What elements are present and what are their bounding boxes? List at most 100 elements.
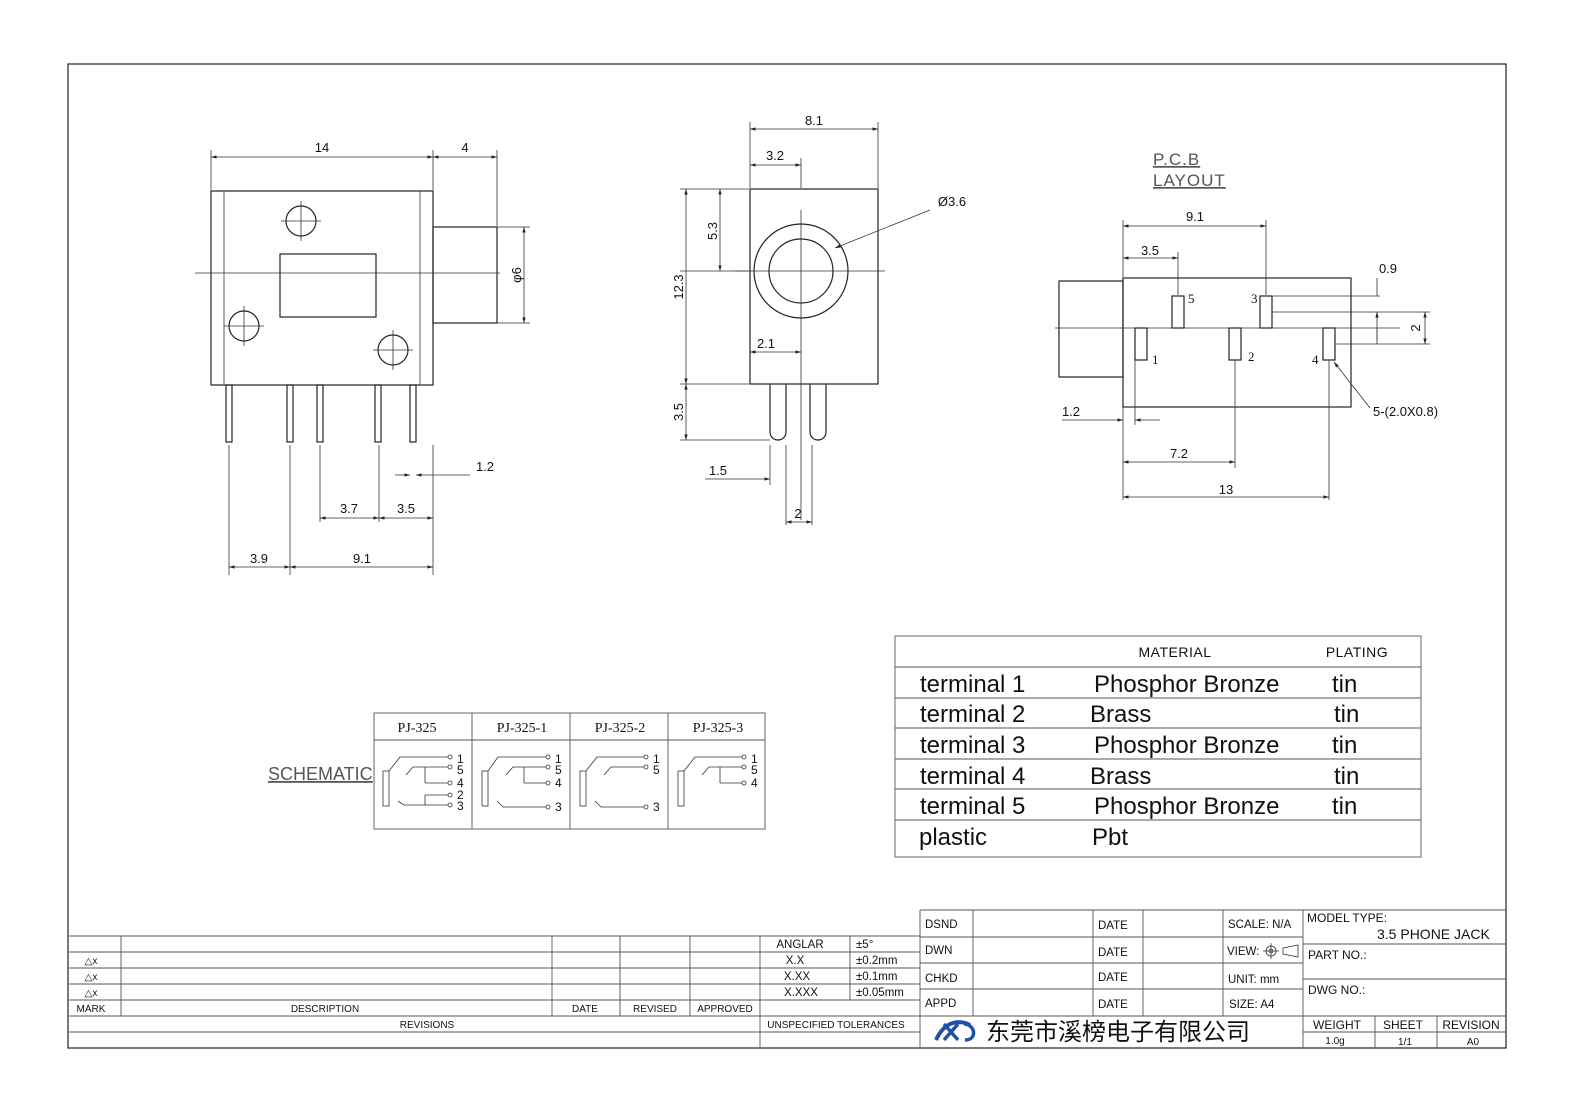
jack-nose — [432, 226, 498, 324]
dim-nose-dia: φ6 — [509, 267, 524, 283]
pcb-dim-pads: 5-(2.0X0.8) — [1373, 404, 1438, 419]
material-header: MATERIAL — [1139, 644, 1212, 660]
schematic-variant-name: PJ-325 — [398, 721, 437, 736]
jack-body-side — [749, 188, 879, 385]
dim-pin-gap: 2 — [794, 506, 801, 521]
row-part: terminal 2 — [920, 701, 1025, 728]
scale-label: SCALE: N/A — [1228, 919, 1292, 931]
pcb-dim-row-gap: 2 — [1408, 324, 1423, 331]
schematic-variant-name: PJ-325-1 — [497, 721, 548, 736]
body-window — [279, 253, 377, 318]
mount-hole-marker — [224, 201, 413, 370]
dim-bottom-a: 3.9 — [250, 551, 268, 566]
terminal-pins — [225, 384, 417, 443]
pad-label-4: 4 — [1312, 352, 1319, 367]
pcb-dim-span: 9.1 — [1186, 209, 1204, 224]
sheet-border — [67, 63, 1507, 1049]
row-plating: tin — [1332, 732, 1357, 759]
schematic-label: SCHEMATIC — [268, 764, 373, 784]
dim-nose: 4 — [461, 140, 468, 155]
side-view: 8.1 3.2 Ø3.6 12.3 5.3 3.5 2.1 1.5 2 — [671, 113, 966, 525]
dim-side-width: 8.1 — [805, 113, 823, 128]
schematic-pin: 5 — [751, 763, 758, 777]
schematic-pin: 4 — [751, 776, 758, 790]
pcb-nose-outline — [1058, 280, 1124, 378]
schematic-pin: 2 — [457, 788, 464, 802]
view-label: VIEW: — [1227, 946, 1259, 958]
revisions-footer: REVISIONS — [400, 1020, 455, 1031]
pcb-dim-total: 13 — [1219, 482, 1233, 497]
sheet-value: 1/1 — [1398, 1037, 1412, 1048]
dim-pin-width: 1.2 — [476, 459, 494, 474]
material-table: MATERIAL PLATING terminal 1 Phosphor Bro… — [894, 635, 1422, 858]
row-plating: tin — [1334, 763, 1359, 790]
tolerance-value: ±0.05mm — [856, 987, 904, 999]
row-plating: tin — [1332, 671, 1357, 698]
date-header: DATE — [572, 1004, 598, 1015]
row-plating: tin — [1334, 701, 1359, 728]
company-logo-icon — [934, 1020, 976, 1042]
revision-label: REVISION — [1442, 1018, 1499, 1032]
schematic-pin: 3 — [653, 800, 660, 814]
dim-pitch-b: 3.5 — [397, 501, 415, 516]
schematic-pin: 4 — [555, 776, 562, 790]
schematic-pin: 5 — [457, 763, 464, 777]
size-label: SIZE: A4 — [1229, 999, 1275, 1011]
dim-hole-dia: Ø3.6 — [938, 194, 966, 209]
dim-side-pin-width: 1.5 — [709, 463, 727, 478]
tolerance-label: X.X — [786, 955, 805, 967]
projection-symbol-icon — [1263, 943, 1299, 959]
front-view: 14 4 φ6 1.2 3.7 3.5 3.9 9.1 — [195, 140, 530, 575]
jack-body-front — [210, 190, 434, 386]
schematic-pin: 5 — [555, 763, 562, 777]
approved-header: APPROVED — [697, 1004, 753, 1015]
row-material: Brass — [1090, 763, 1151, 790]
tolerance-value: ±0.1mm — [856, 971, 897, 983]
plating-header: PLATING — [1326, 644, 1388, 660]
revisions-block: △x △x △x MARK DESCRIPTION DATE REVISED A… — [68, 935, 920, 1048]
revision-value: A0 — [1467, 1037, 1480, 1048]
pcb-dim-edge: 1.2 — [1062, 404, 1080, 419]
role-appd: APPD — [925, 998, 956, 1010]
sheet-label: SHEET — [1383, 1018, 1424, 1032]
row-part: terminal 4 — [920, 763, 1025, 790]
mark-header: MARK — [77, 1004, 106, 1015]
pcb-title-line1: P.C.B — [1153, 150, 1200, 169]
revision-mark: △x — [85, 988, 98, 999]
dwg-no-label: DWG NO.: — [1308, 983, 1365, 997]
table-row: terminal 5 Phosphor Bronze tin — [920, 793, 1357, 820]
title-block: DSND DWN CHKD APPD DATE DATE DATE DATE S… — [919, 909, 1506, 1048]
revision-mark: △x — [85, 972, 98, 983]
table-row: terminal 1 Phosphor Bronze tin — [920, 671, 1357, 698]
dim-width: 14 — [315, 140, 329, 155]
dim-pitch-a: 3.7 — [340, 501, 358, 516]
tolerance-label: X.XX — [784, 971, 811, 983]
row-material: Brass — [1090, 701, 1151, 728]
schematic-pin: 3 — [555, 800, 562, 814]
role-dsnd: DSND — [925, 919, 958, 931]
part-no-label: PART NO.: — [1308, 948, 1367, 962]
dim-pin-offset: 2.1 — [757, 336, 775, 351]
pcb-dim-first: 3.5 — [1141, 243, 1159, 258]
pad-label-2: 2 — [1248, 349, 1255, 364]
dim-side-upper: 5.3 — [705, 222, 720, 240]
schematic-pin: 1 — [457, 752, 464, 766]
model-type: 3.5 PHONE JACK — [1377, 926, 1490, 942]
date-label: DATE — [1098, 947, 1128, 959]
schematic-symbol — [481, 754, 551, 810]
schematic-symbol — [579, 754, 649, 810]
side-pins — [769, 384, 827, 441]
schematic-pin: 5 — [653, 763, 660, 777]
row-material: Phosphor Bronze — [1094, 793, 1279, 820]
schematic-pin: 1 — [653, 752, 660, 766]
date-label: DATE — [1098, 920, 1128, 932]
row-part: terminal 1 — [920, 671, 1025, 698]
row-part: terminal 3 — [920, 732, 1025, 759]
weight-value: 1.0g — [1325, 1036, 1344, 1047]
tolerance-value: ±0.2mm — [856, 955, 897, 967]
company-name: 东莞市溪榜电子有限公司 — [986, 1019, 1250, 1046]
row-material: Phosphor Bronze — [1094, 671, 1279, 698]
revised-header: REVISED — [633, 1004, 677, 1015]
schematic-pin: 4 — [457, 776, 464, 790]
schematic-variant-name: PJ-325-3 — [693, 721, 744, 736]
